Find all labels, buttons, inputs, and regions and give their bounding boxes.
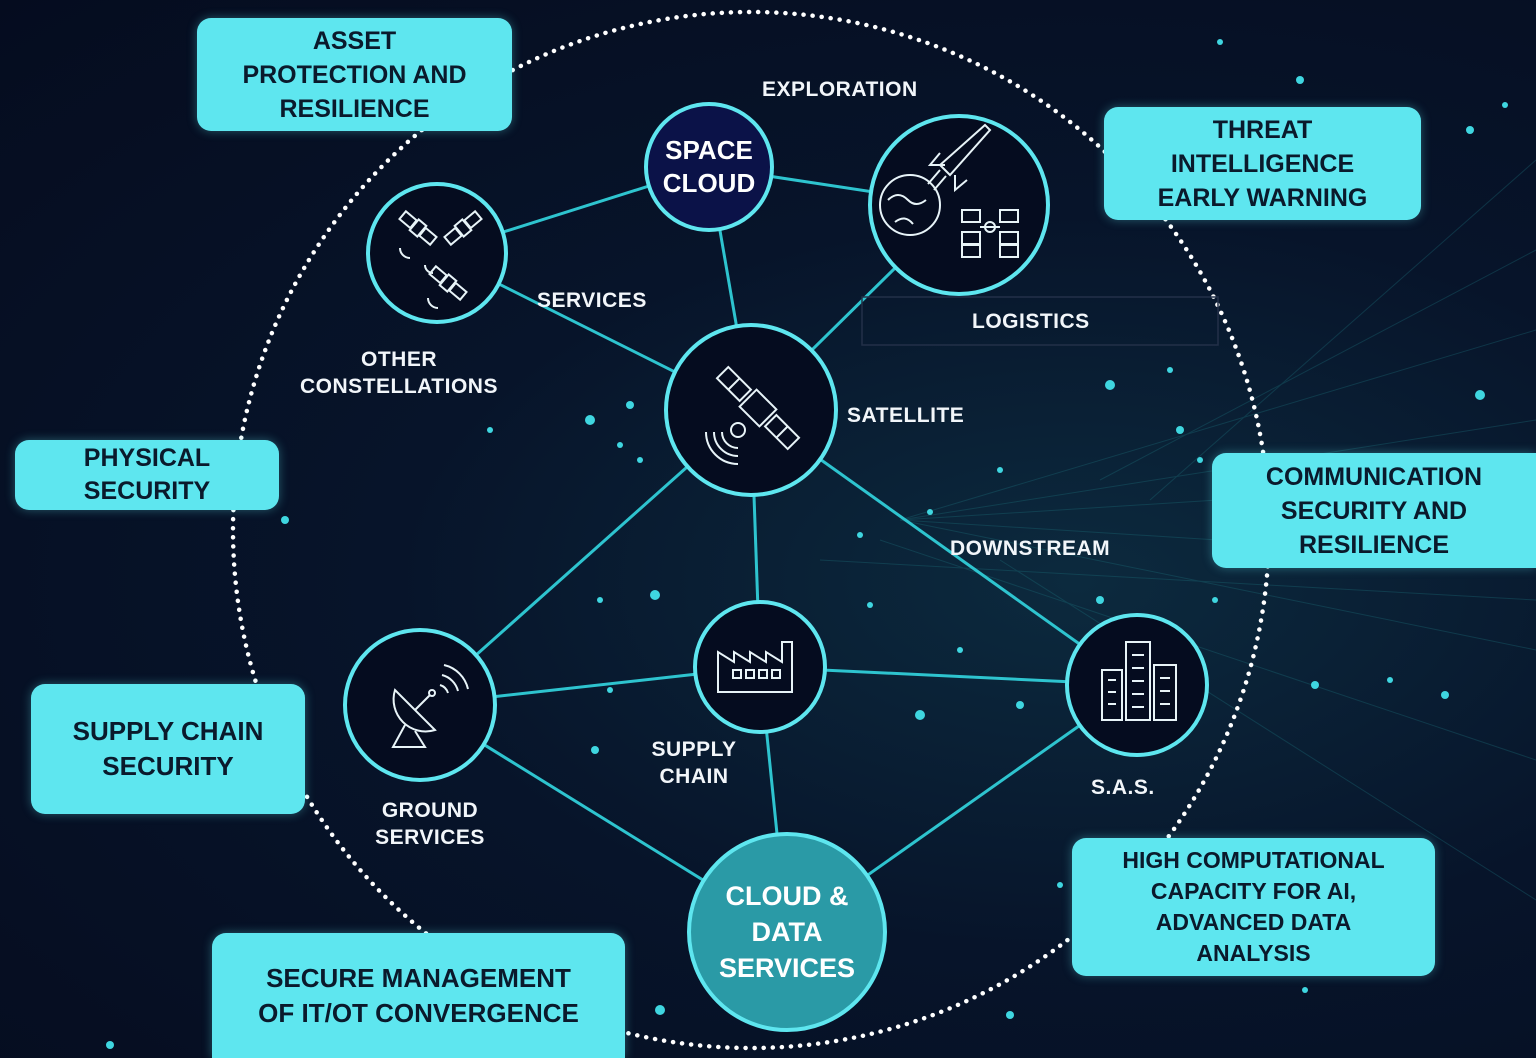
sas-label: S.A.S. (1091, 774, 1155, 801)
background-streaks (819, 159, 1536, 901)
city-buildings-icon (1101, 641, 1177, 721)
high-comp-line-3: ADVANCED DATA (1155, 909, 1352, 935)
other-constellations-line-1: OTHER (361, 348, 437, 371)
sas-node (1065, 613, 1209, 757)
space-cloud-node (644, 102, 774, 232)
secure-management-line-1: SECURE MANAGEMENT (266, 962, 571, 993)
other-constellations-line-2: CONSTELLATIONS (300, 375, 498, 398)
cloud-data-services-node (687, 832, 887, 1032)
satellite-text: SATELLITE (847, 404, 965, 427)
threat-intel-line-1: THREAT (1212, 115, 1313, 144)
factory-icon (717, 641, 793, 693)
logistics-frame (861, 296, 1219, 346)
asset-protection-line-2: PROTECTION AND (242, 60, 467, 89)
threat-intel-line-2: INTELLIGENCE (1170, 149, 1355, 178)
rocket-earth-station-icon (879, 123, 1019, 258)
physical-security-line-1: PHYSICAL (83, 444, 211, 472)
services-text: SERVICES (537, 289, 647, 312)
threat-intel-line-3: EARLY WARNING (1157, 183, 1368, 212)
supply-chain-line-2: CHAIN (659, 765, 729, 788)
space-cloud-label: SPACE CLOUD (646, 120, 772, 214)
space-cloud-line-1: SPACE (665, 135, 753, 165)
cloud-data-line-1: CLOUD & (725, 881, 849, 911)
high-computational-box: HIGH COMPUTATIONAL CAPACITY FOR AI, ADVA… (1072, 838, 1435, 976)
other-constellations-label: OTHER CONSTELLATIONS (282, 346, 516, 400)
space-cloud-line-2: CLOUD (662, 168, 756, 198)
supply-chain-security-line-2: SECURITY (102, 751, 234, 781)
supply-chain-label: SUPPLY CHAIN (634, 736, 754, 790)
cloud-data-services-label: CLOUD & DATA SERVICES (689, 874, 885, 990)
ground-services-label: GROUND SERVICES (360, 797, 500, 851)
comm-security-line-2: SECURITY AND (1280, 496, 1468, 525)
satellite-icon (705, 365, 801, 465)
threat-intelligence-box: THREAT INTELLIGENCE EARLY WARNING (1104, 107, 1421, 220)
physical-security-box: PHYSICAL SECURITY (15, 440, 279, 510)
exploration-label: EXPLORATION (762, 76, 918, 103)
exploration-text: EXPLORATION (762, 78, 918, 101)
background-dots (106, 39, 1508, 1049)
secure-management-box: SECURE MANAGEMENT OF IT/OT CONVERGENCE (212, 933, 625, 1058)
supply-chain-line-1: SUPPLY (651, 738, 737, 761)
satellite-dish-icon (391, 664, 469, 748)
exploration-node (868, 114, 1050, 296)
satellites-constellation-icon (398, 209, 483, 309)
satellite-label: SATELLITE (847, 402, 964, 429)
logistics-label: LOGISTICS (972, 308, 1090, 335)
high-comp-line-4: ANALYSIS (1196, 940, 1311, 966)
secure-management-line-2: OF IT/OT CONVERGENCE (258, 997, 579, 1028)
communication-security-box: COMMUNICATION SECURITY AND RESILIENCE (1212, 453, 1536, 568)
logistics-text: LOGISTICS (972, 310, 1090, 333)
high-comp-line-2: CAPACITY FOR AI, (1150, 878, 1357, 904)
ground-services-line-1: GROUND (381, 799, 479, 822)
ground-services-line-2: SERVICES (375, 826, 485, 849)
supply-chain-security-box: SUPPLY CHAIN SECURITY (31, 684, 305, 814)
downstream-text: DOWNSTREAM (950, 537, 1111, 560)
comm-security-line-1: COMMUNICATION (1265, 462, 1483, 491)
sas-text: S.A.S. (1091, 776, 1155, 799)
services-label: SERVICES (537, 287, 647, 314)
asset-protection-line-3: RESILIENCE (279, 94, 430, 123)
comm-security-line-3: RESILIENCE (1298, 530, 1450, 559)
cloud-data-line-3: SERVICES (718, 953, 856, 983)
supply-chain-node (693, 600, 827, 734)
cloud-data-line-2: DATA (751, 917, 823, 947)
downstream-label: DOWNSTREAM (950, 535, 1110, 562)
high-comp-line-1: HIGH COMPUTATIONAL (1122, 847, 1385, 873)
asset-protection-line-1: ASSET (312, 26, 397, 55)
physical-security-line-2: SECURITY (83, 477, 211, 505)
satellite-node (664, 323, 838, 497)
supply-chain-security-line-1: SUPPLY CHAIN (72, 716, 264, 746)
other-constellations-node (366, 182, 508, 324)
asset-protection-box: ASSET PROTECTION AND RESILIENCE (197, 18, 512, 131)
